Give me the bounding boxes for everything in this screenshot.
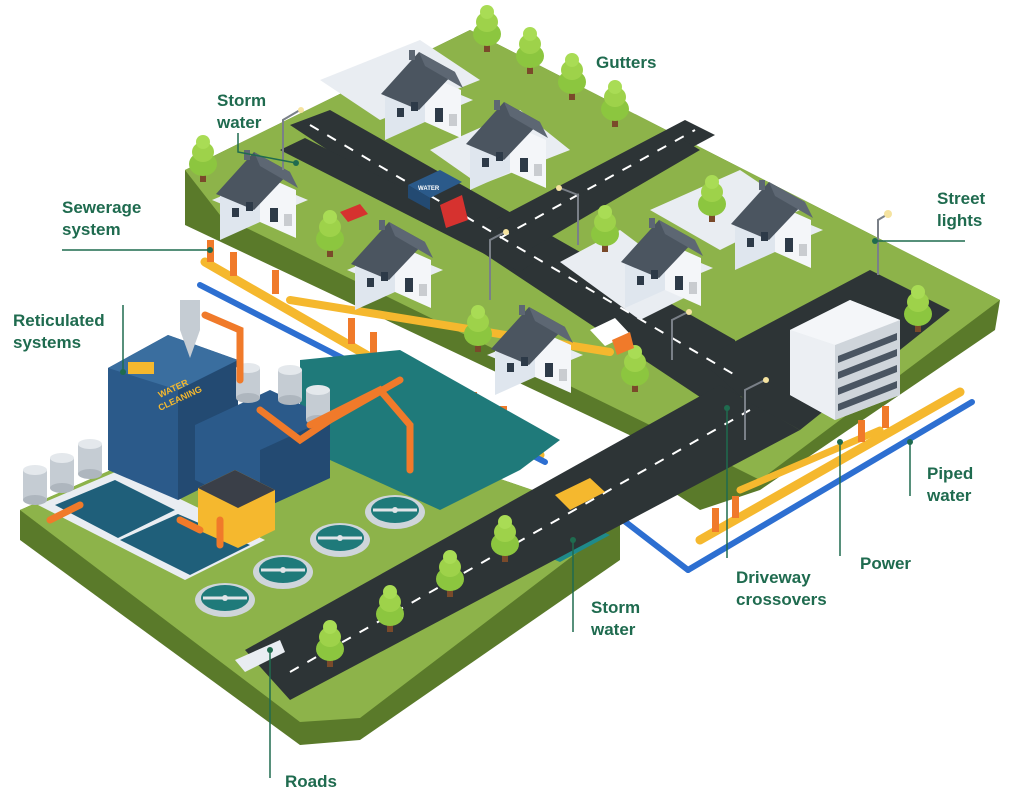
- piped-water-label: Piped water: [927, 463, 973, 507]
- water-pond: [300, 350, 560, 510]
- sewerage-line1: Sewerage: [62, 198, 142, 217]
- gutters-text: Gutters: [596, 53, 657, 72]
- roads-label: Roads: [285, 771, 337, 793]
- gutters-label: Gutters: [596, 52, 656, 74]
- reticulated-label: Reticulated systems: [13, 310, 105, 354]
- street-lights-line1: Street: [937, 189, 986, 208]
- power-text: Power: [860, 554, 912, 573]
- roads-text: Roads: [285, 772, 337, 791]
- reticulated-line2: systems: [13, 333, 82, 352]
- street-lights-line2: lights: [937, 211, 983, 230]
- storm-water-bottom-line1: Storm: [591, 598, 641, 617]
- sewerage-line2: system: [62, 220, 121, 239]
- street-light-posts: [282, 109, 889, 440]
- piped-water-line2: water: [927, 486, 972, 505]
- storm-water-bottom-label: Storm water: [591, 597, 640, 641]
- reticulated-line1: Reticulated: [13, 311, 105, 330]
- plant-pipes: [46, 311, 414, 549]
- storm-water-top-line2: water: [217, 113, 262, 132]
- roads-network: [235, 110, 950, 700]
- truck-sign: WATER: [418, 186, 440, 192]
- treatment-plant: [23, 300, 427, 619]
- piped-water-line1: Piped: [927, 464, 974, 483]
- driveway-line2: crossovers: [736, 590, 827, 609]
- power-label: Power: [860, 553, 911, 575]
- street-lights-label: Street lights: [937, 188, 985, 232]
- office-building: [790, 300, 900, 420]
- driveway-label: Driveway crossovers: [736, 567, 827, 611]
- leader-dots: [120, 160, 913, 653]
- storm-water-bottom-line2: water: [591, 620, 636, 639]
- driveway-line1: Driveway: [736, 568, 811, 587]
- leader-lines: [62, 133, 965, 778]
- sewerage-label: Sewerage system: [62, 197, 141, 241]
- storm-water-top-line1: Storm: [217, 91, 267, 110]
- vehicles: [340, 170, 634, 510]
- storm-water-top-label: Storm water: [217, 90, 266, 134]
